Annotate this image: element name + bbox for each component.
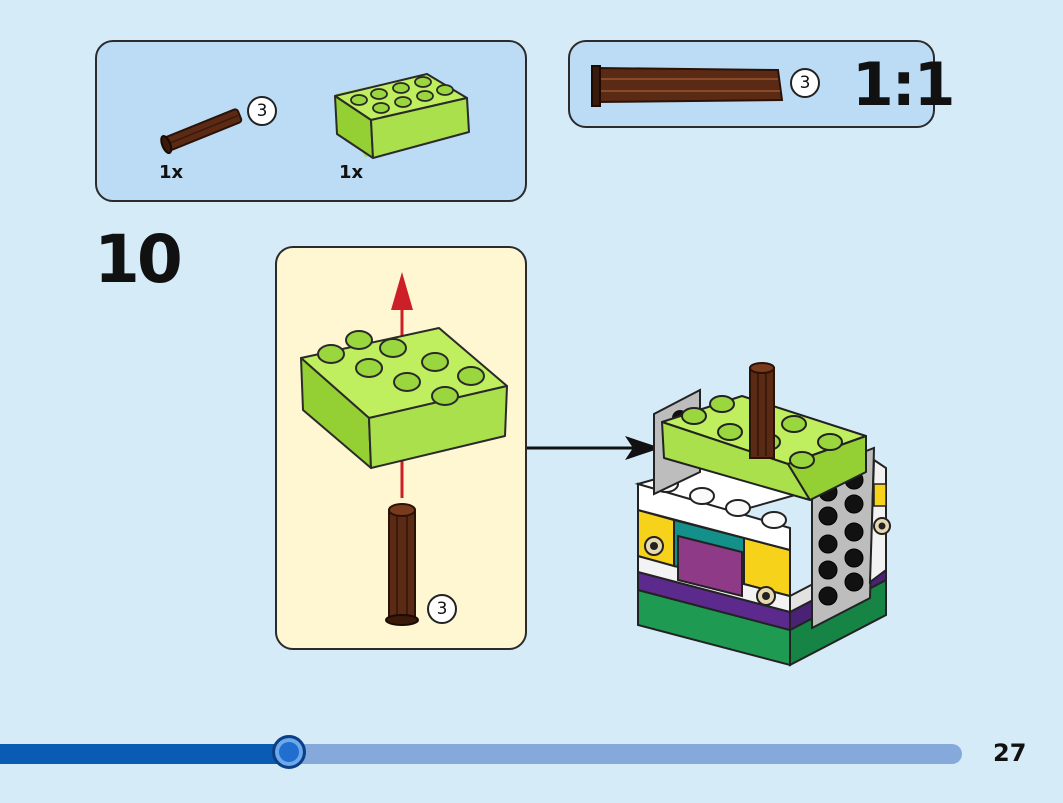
progress-bar <box>0 735 962 769</box>
lime-brick-illustration <box>300 327 508 469</box>
sub-step-panel: 3 <box>275 246 527 650</box>
callout-arrow <box>527 436 661 460</box>
axle-illustration <box>385 503 419 626</box>
progress-fill <box>0 744 289 764</box>
scale-length-badge: 3 <box>790 68 820 98</box>
step-number: 10 <box>94 221 183 298</box>
main-model-illustration <box>634 362 891 667</box>
page-number: 27 <box>993 739 1027 767</box>
scale-reference-panel <box>568 40 935 128</box>
sub-step-length-badge: 3 <box>427 594 457 624</box>
axle-scale-icon <box>591 65 784 107</box>
parts-list-panel: 3 1x 1x <box>95 40 527 202</box>
scale-label: 1:1 <box>852 50 955 120</box>
progress-knob <box>272 735 306 769</box>
lime-brick-part-icon <box>334 73 470 159</box>
axle-length-badge: 3 <box>247 96 277 126</box>
axle-part-icon <box>160 108 243 155</box>
axle-quantity: 1x <box>159 162 184 183</box>
brick-quantity: 1x <box>339 162 364 183</box>
